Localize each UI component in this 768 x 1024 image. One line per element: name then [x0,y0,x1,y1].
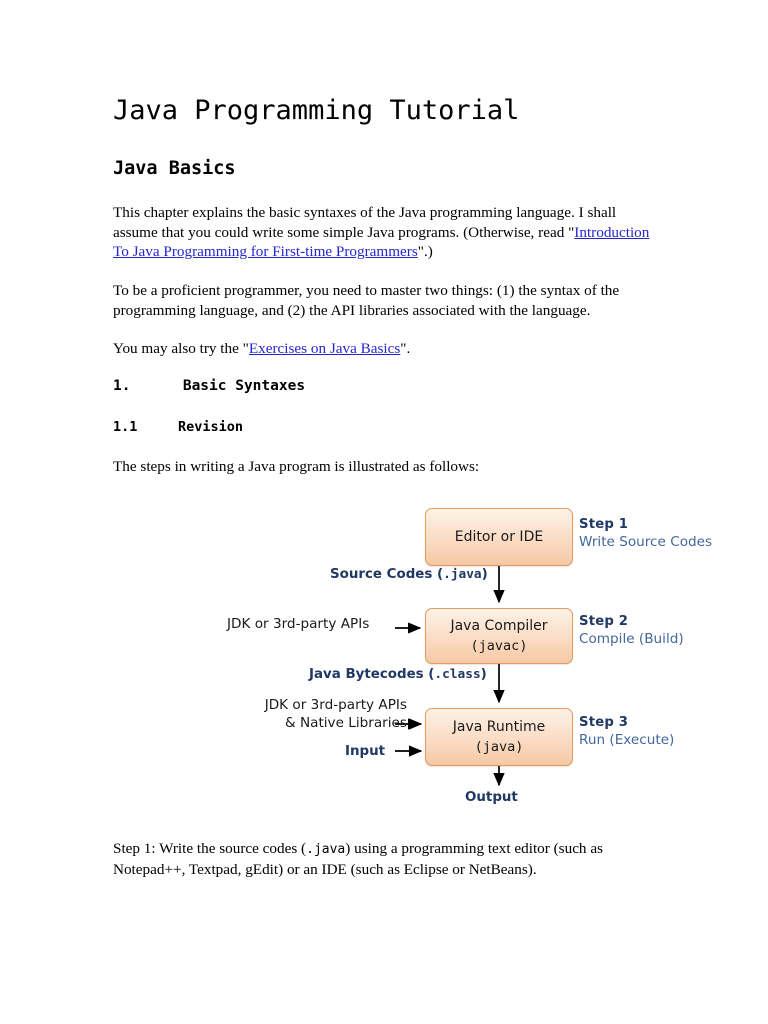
paragraph-steps-intro: The steps in writing a Java program is i… [113,458,480,475]
paragraph-proficient: To be a proficient programmer, you need … [113,282,620,319]
box-compiler-command: (javac) [470,638,528,654]
step-3-number: Step 3 [579,715,629,730]
runtime-apis-line1: JDK or 3rd-party APIs [264,697,407,713]
diagram-box-compiler: Java Compiler (javac) [425,608,573,664]
page-subtitle: Java Basics [113,158,236,179]
box-runtime-label: Java Runtime [452,719,546,735]
diagram-step-2: Step 2 Compile (Build) [579,614,684,647]
diagram-box-runtime: Java Runtime (java) [425,708,573,766]
diagram-box-editor: Editor or IDE [425,508,573,566]
step1-desc-a: Step 1: Write the source codes ( [113,840,307,857]
bytecodes-extension: .class [434,667,481,682]
diagram-label-source-codes: Source Codes (.java) [330,567,488,582]
section-heading-revision: 1.1 Revision [113,419,244,435]
step-1-number: Step 1 [579,517,629,532]
document-page: Java Programming Tutorial Java Basics Th… [113,0,712,1024]
source-codes-close: ) [481,567,488,582]
diagram-step-3: Step 3 Run (Execute) [579,715,674,748]
paragraph-exercises: You may also try the "Exercises on Java … [113,339,650,359]
section-heading-basic-syntaxes: 1. Basic Syntaxes [113,378,306,394]
diagram-label-compiler-apis: JDK or 3rd-party APIs [227,616,370,632]
diagram-step-1: Step 1 Write Source Codes [579,517,712,550]
step-2-description: Compile (Build) [579,631,684,647]
step-3-description: Run (Execute) [579,732,675,748]
box-editor-label: Editor or IDE [454,529,544,545]
source-codes-extension: .java [443,567,482,582]
exercises-prefix: You may also try the " [113,340,249,357]
step1-desc-extension: .java [306,842,346,857]
paragraph-step1-description: Step 1: Write the source codes (.java) u… [113,839,650,879]
bytecodes-close: ) [480,667,487,682]
link-exercises-on-java-basics[interactable]: Exercises on Java Basics [248,340,401,357]
box-compiler-label: Java Compiler [450,618,548,634]
box-runtime-command: (java) [474,739,524,755]
step-1-description: Write Source Codes [579,534,713,550]
diagram-label-runtime-apis: JDK or 3rd-party APIs & Native Libraries [227,696,407,732]
page-title: Java Programming Tutorial [113,95,520,126]
exercises-suffix: ". [400,340,411,357]
java-compilation-flow-diagram: Editor or IDE Java Compiler (javac) Java… [109,495,712,820]
link-introduction-to-java[interactable]: Introduction To Java Programming for Fir… [113,223,650,261]
step1-desc-b: ) using a programming text editor (such … [113,840,603,878]
diagram-label-input: Input [345,744,386,759]
diagram-label-java-bytecodes: Java Bytecodes (.class) [309,667,487,682]
source-codes-text: Source Codes ( [330,567,444,582]
diagram-label-output: Output [465,790,518,805]
intro-text-part1: This chapter explains the basic syntaxes… [113,204,617,241]
runtime-apis-line2: & Native Libraries [285,715,407,731]
bytecodes-text: Java Bytecodes ( [309,667,435,682]
paragraph-intro: This chapter explains the basic syntaxes… [113,203,650,262]
intro-text-part2: ".) [417,243,433,261]
step-2-number: Step 2 [579,614,629,629]
